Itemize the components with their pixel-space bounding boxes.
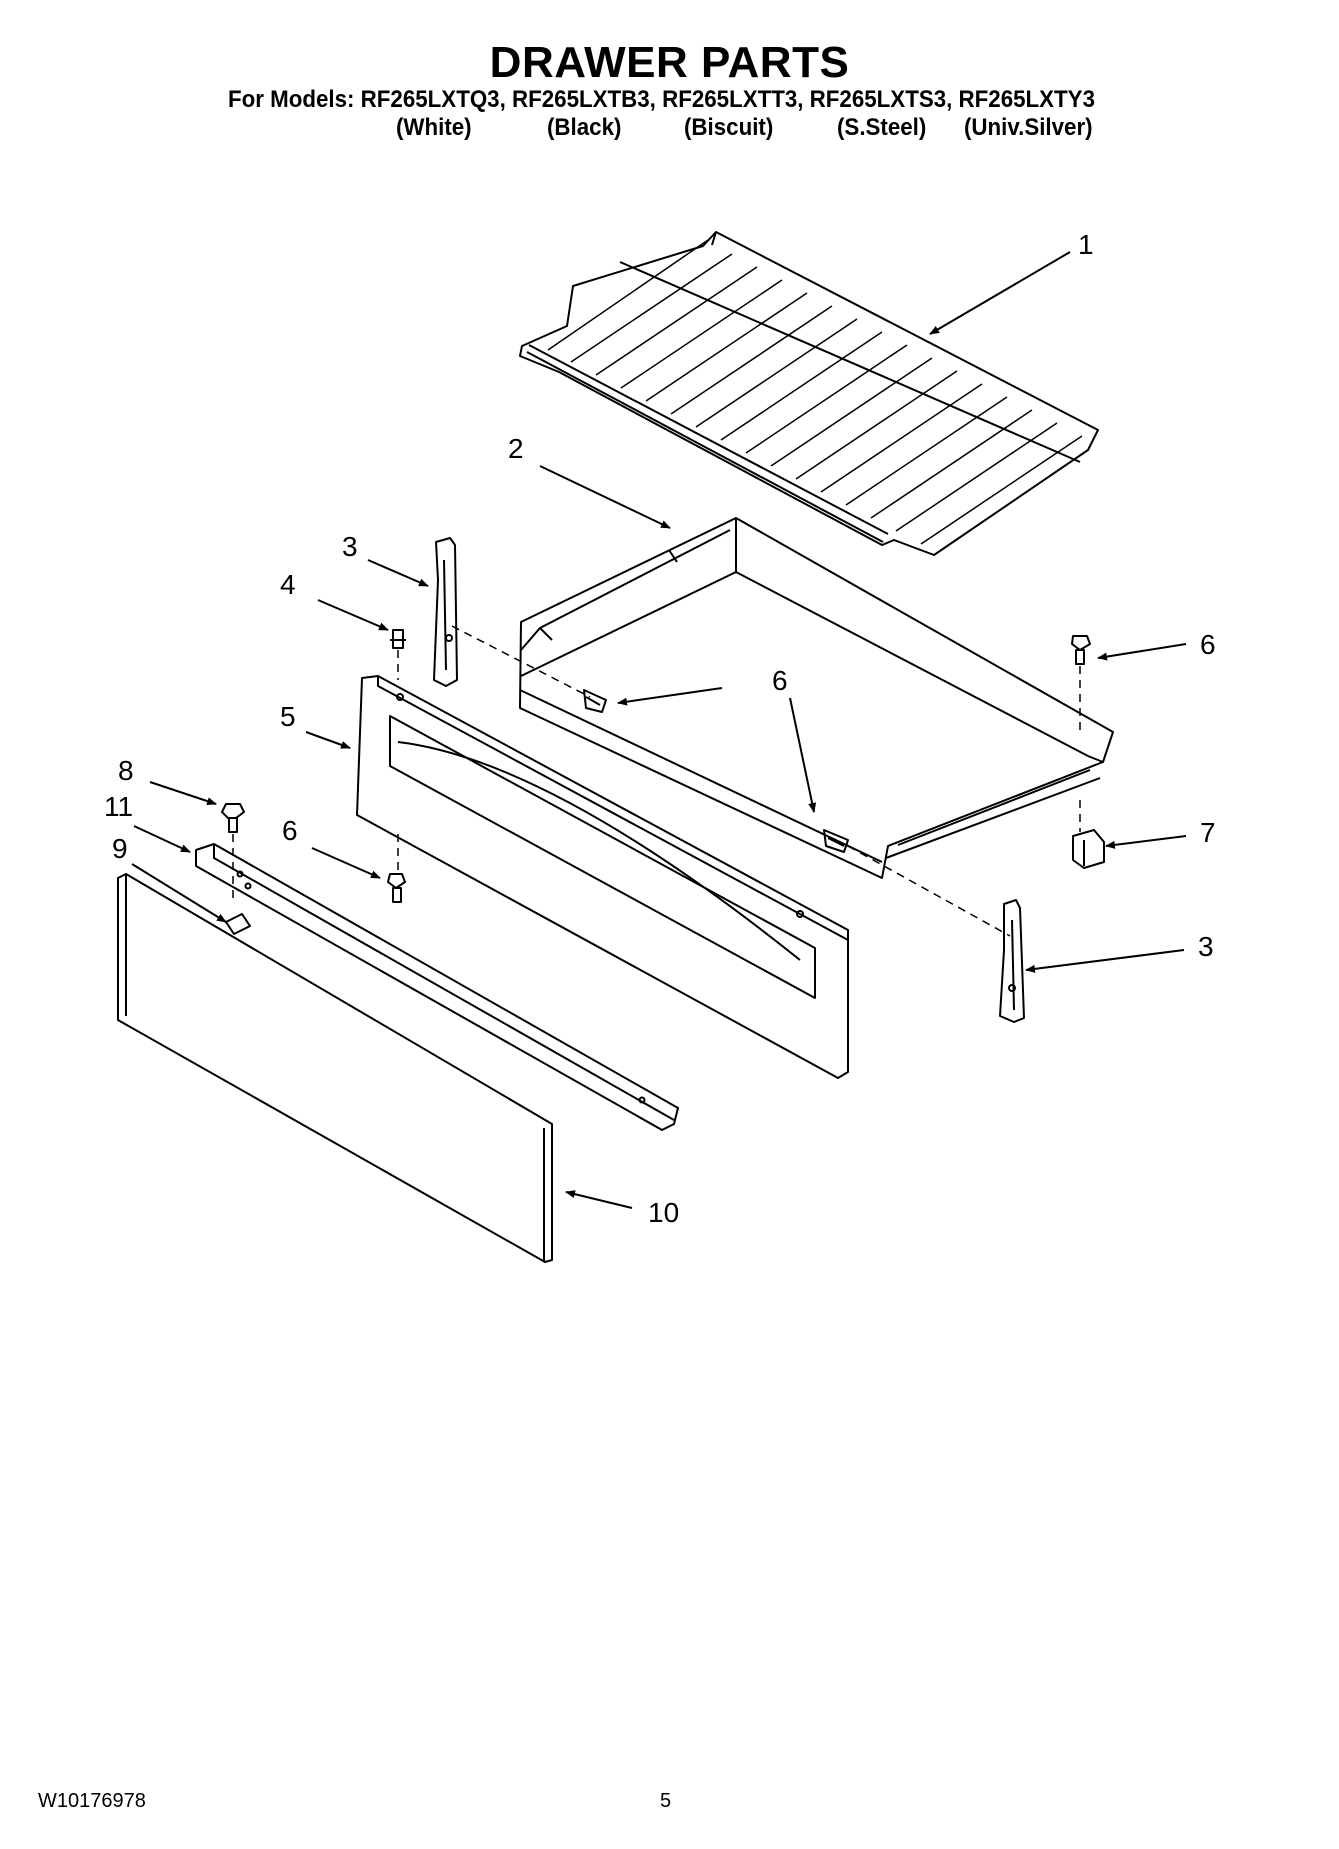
callout-7: 7 xyxy=(1200,817,1216,848)
page-title: DRAWER PARTS xyxy=(489,38,850,87)
callout-8: 8 xyxy=(118,755,134,786)
color-univ-silver: (Univ.Silver) xyxy=(964,114,1093,141)
callout-2: 2 xyxy=(508,433,524,464)
drawer-body-part xyxy=(519,517,1114,879)
callout-6-left: 6 xyxy=(282,815,298,846)
clip-bracket-part xyxy=(1072,829,1105,869)
inner-drawer-front-part xyxy=(356,675,849,1079)
color-biscuit: (Biscuit) xyxy=(684,114,774,141)
screw-6a-part xyxy=(583,689,607,713)
callout-3-left: 3 xyxy=(342,531,358,562)
document-id: W10176978 xyxy=(38,1790,146,1812)
trim-strip-part xyxy=(195,843,679,1131)
color-stainless: (S.Steel) xyxy=(837,114,927,141)
pin-part xyxy=(390,629,406,649)
slide-bracket-left-part xyxy=(433,537,458,687)
drawer-front-panel-part xyxy=(117,873,553,1263)
rack-part xyxy=(519,231,1099,556)
clip-part xyxy=(225,913,251,935)
assembly-lines xyxy=(232,625,1081,937)
callout-10: 10 xyxy=(648,1197,679,1228)
screw-8-part xyxy=(221,803,245,833)
models-line: For Models: RF265LXTQ3, RF265LXTB3, RF26… xyxy=(228,86,1095,113)
callout-5: 5 xyxy=(280,701,296,732)
callout-4: 4 xyxy=(280,569,296,600)
slide-bracket-right-part xyxy=(999,899,1025,1023)
page-number: 5 xyxy=(660,1790,672,1812)
model-colors: (White) (Black) (Biscuit) (S.Steel) (Uni… xyxy=(0,114,1339,148)
leader-arrows xyxy=(131,251,1187,1209)
screw-6b-part xyxy=(823,829,849,853)
callout-1: 1 xyxy=(1078,229,1094,260)
callout-6-center: 6 xyxy=(772,665,788,696)
color-black: (Black) xyxy=(547,114,622,141)
callout-11: 11 xyxy=(104,791,133,822)
screw-6d-part xyxy=(387,873,406,903)
callout-9: 9 xyxy=(112,833,128,864)
callout-6-right: 6 xyxy=(1200,629,1216,660)
callout-3-right: 3 xyxy=(1198,931,1214,962)
screw-6c-part xyxy=(1071,635,1091,665)
color-white: (White) xyxy=(396,114,472,141)
